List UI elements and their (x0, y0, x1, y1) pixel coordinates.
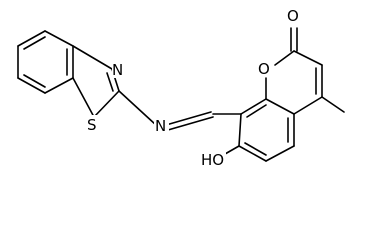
imine-linker (118, 90, 242, 131)
carbonyl-o-label: O (287, 7, 299, 25)
benzene-bond-5 (17, 77, 46, 94)
carbonyl-o-mask (286, 7, 302, 24)
ring-o-label: O (258, 60, 270, 78)
imine-n-label: N (155, 117, 166, 135)
imine-n-mask (154, 117, 169, 134)
pyranone-bond-c4-c4a (293, 96, 323, 115)
ring-o-mask (257, 60, 273, 77)
thiazole-bond-c3a-n (72, 45, 113, 70)
coumarin-benzene-inner-3 (244, 142, 267, 156)
benzothiazole-fragment (17, 30, 120, 118)
pyranone-bond-o-c2 (274, 50, 295, 66)
pyranone-bond-c2-c3 (293, 50, 323, 66)
coumarin-benzene-bond-2 (265, 98, 295, 115)
benzene-inner-double-1 (23, 36, 46, 50)
linker-bond-c2-n (118, 90, 157, 126)
chemical-structure-diagram: N S N O O HO (17, 7, 345, 169)
coumarin-fragment (224, 27, 345, 162)
linker-double-n-ch-1 (165, 111, 212, 126)
benzene-bond-4 (44, 77, 74, 94)
coumarin-benzene-bond-5 (238, 145, 267, 162)
coumarin-benzene-bond-4 (265, 145, 295, 162)
thiazole-double-n-c2 (106, 72, 114, 92)
coumarin-benzene-bond-1 (240, 98, 267, 115)
benzothiazole-s-label: S (87, 116, 97, 134)
linker-double-n-ch-2 (167, 116, 214, 131)
hydroxyl-label: HO (201, 151, 224, 169)
hydroxyl-mask (200, 151, 226, 168)
atom-labels: N S N O O HO (86, 7, 302, 169)
coumarin-benzene-bond-6 (238, 113, 242, 147)
thiazole-bond-c2-s (93, 90, 120, 118)
coumarin-benzene-inner-1 (246, 104, 267, 118)
methyl-bond (321, 96, 345, 113)
benzothiazole-s-mask (86, 115, 100, 132)
hydroxyl-bond (224, 145, 240, 155)
benzothiazole-n-mask (112, 61, 126, 78)
benzene-inner-double-3 (23, 74, 46, 88)
thiazole-bond-s-c7a (72, 77, 95, 118)
benzene-bond-2 (44, 30, 74, 47)
benzene-bond-1 (17, 30, 46, 47)
benzothiazole-n-label: N (112, 61, 123, 79)
